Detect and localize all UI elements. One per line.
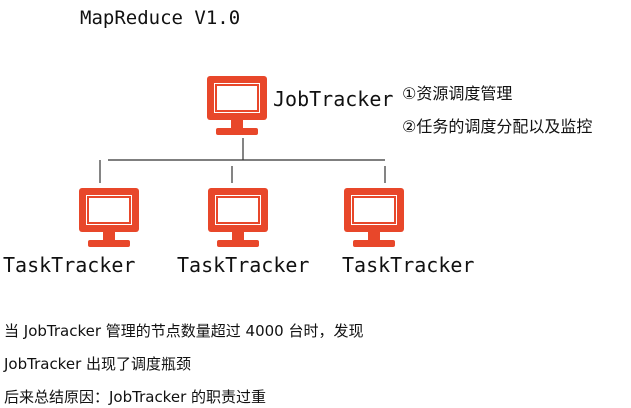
computer-monitor-icon (344, 188, 404, 247)
tasktracker-label: TaskTracker (342, 253, 475, 277)
note-line: 当 JobTracker 管理的节点数量超过 4000 台时，发现 (4, 322, 364, 340)
computer-monitor-icon (79, 188, 139, 247)
note-line: 后来总结原因：JobTracker 的职责过重 (4, 388, 267, 406)
responsibility-item: ②任务的调度分配以及监控 (402, 117, 593, 136)
computer-monitor-icon (207, 76, 267, 135)
note-line: JobTracker 出现了调度瓶颈 (4, 355, 192, 373)
responsibility-item: ①资源调度管理 (402, 84, 513, 103)
tasktracker-label: TaskTracker (3, 253, 136, 277)
computer-monitor-icon (208, 188, 268, 247)
jobtracker-label: JobTracker (273, 87, 394, 111)
tasktracker-label: TaskTracker (177, 253, 310, 277)
diagram-title: MapReduce V1.0 (80, 7, 241, 29)
